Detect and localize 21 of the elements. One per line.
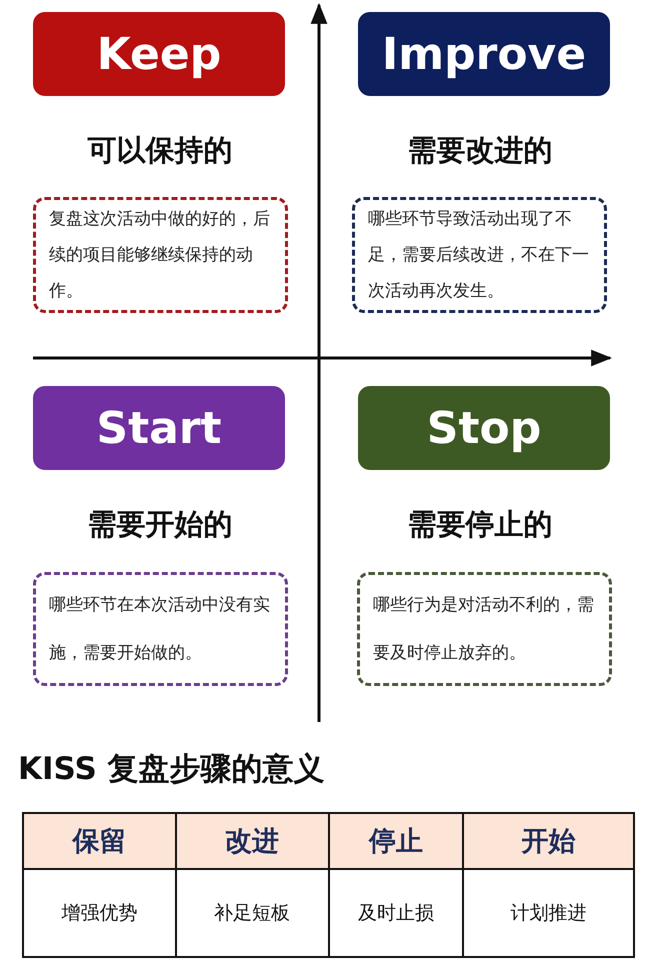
description-box: 哪些环节导致活动出现了不足，需要后续改进，不在下一次活动再次发生。 <box>352 197 607 313</box>
header-cell: 保留 <box>23 813 176 869</box>
table-cell: 及时止损 <box>328 869 463 957</box>
section-title: KISS 复盘步骤的意义 <box>18 750 325 789</box>
header-cell: 停止 <box>328 813 463 869</box>
header-cell: 改进 <box>176 813 329 869</box>
table-cell: 计划推进 <box>462 869 634 957</box>
table-cell: 增强优势 <box>23 869 176 957</box>
heading-box: Stop <box>358 386 610 470</box>
description-box: 哪些行为是对活动不利的，需要及时停止放弃的。 <box>357 572 612 686</box>
subtitle: 可以保持的 <box>86 132 234 169</box>
subtitle: 需要开始的 <box>86 506 234 543</box>
heading-box: Start <box>33 386 285 470</box>
subtitle: 需要改进的 <box>406 132 554 169</box>
heading-box: Improve <box>358 12 610 96</box>
description-box: 哪些环节在本次活动中没有实施，需要开始做的。 <box>33 572 288 686</box>
description-box: 复盘这次活动中做的好的，后续的项目能够继续保持的动作。 <box>33 197 288 313</box>
header-cell: 开始 <box>462 813 634 869</box>
table-cell: 补足短板 <box>176 869 329 957</box>
subtitle: 需要停止的 <box>406 506 554 543</box>
heading-box: Keep <box>33 12 285 96</box>
